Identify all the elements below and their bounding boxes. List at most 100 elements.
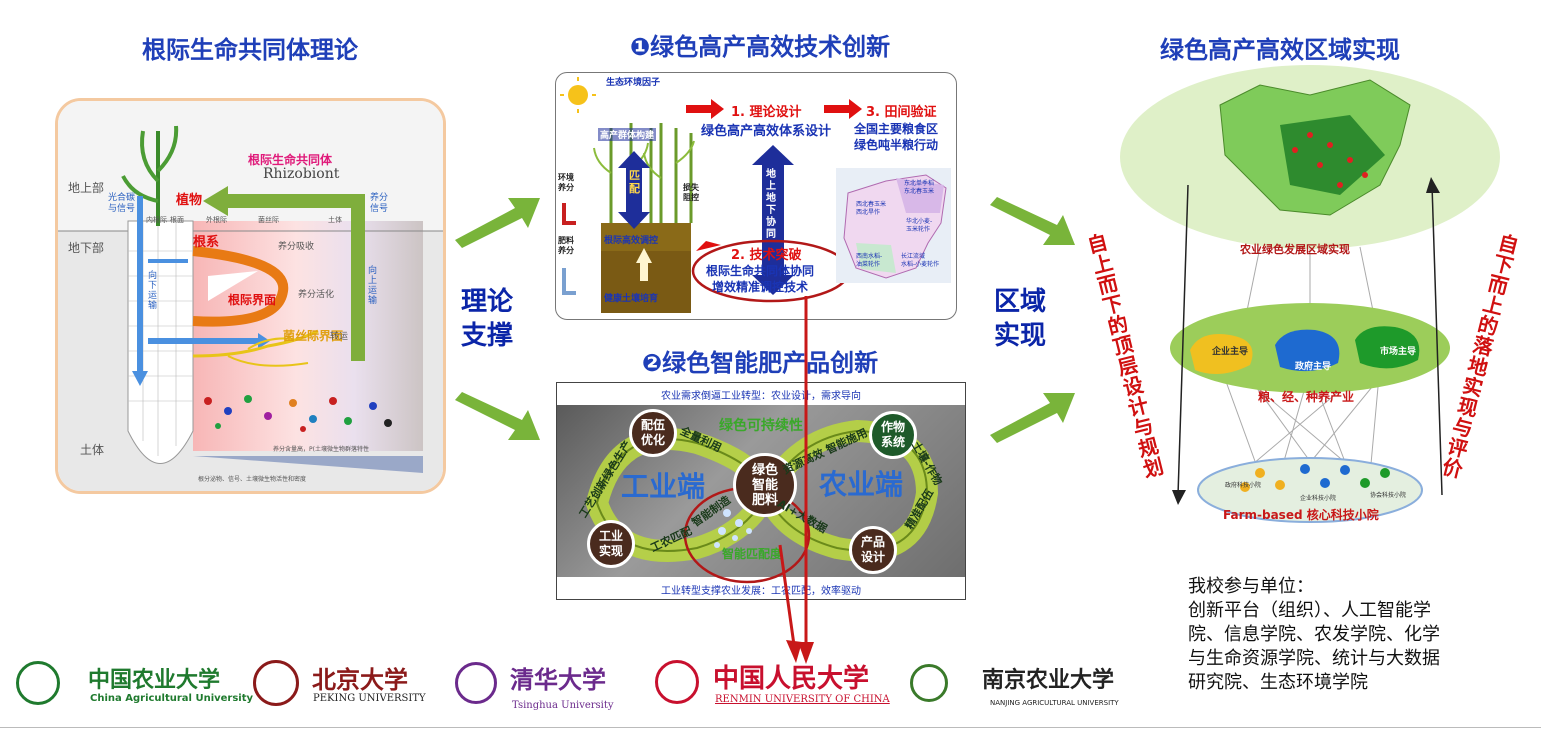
participants-block: 我校参与单位： 创新平台（组织）、人工智能学 院、信息学院、农发学院、化学 与生…: [1188, 575, 1440, 695]
region-diagram: [1120, 65, 1500, 523]
label-fert-nutrient: 肥料 养分: [558, 236, 574, 255]
step2-desc-2: 增效精准调控技术: [712, 280, 809, 294]
label-smart-match: 智能匹配度: [722, 547, 783, 561]
label-farm-based: Farm-based 核心科技小院: [1223, 508, 1379, 522]
rhizobiont-panel: 地上部 地下部 土体 根际生命共同体 Rhizobiont 植物 根系 根际界面…: [55, 98, 446, 494]
participants-line-1: 创新平台（组织）、人工智能学: [1188, 600, 1431, 621]
map-label-yangtze: 长江流域 水稻-小麦轮作: [901, 253, 940, 268]
zone-bulk-soil: 土体: [328, 216, 342, 224]
label-green-sustain: 绿色可持续性: [719, 418, 803, 434]
ruc-seal-icon: [655, 660, 699, 704]
logo-ruc-cn: 中国人民大学: [713, 664, 870, 694]
label-env-nutrient: 环境 养分: [558, 173, 574, 192]
label-industry-end: 工业端: [621, 470, 706, 503]
header-tech-innovation: ❶绿色高产高效技术创新: [629, 33, 891, 61]
label-belowground: 地下部: [68, 241, 105, 255]
label-soil-cultivate: 健康土壤培育: [604, 294, 659, 304]
logo-pku-en: PEKING UNIVERSITY: [313, 693, 426, 704]
label-root-interface: 根际界面: [228, 293, 277, 307]
header-root-theory: 根际生命共同体理论: [142, 36, 358, 64]
step3-title: 3. 田间验证: [866, 105, 937, 120]
badge-green-smart-fertilizer: 绿色 智能 肥料: [733, 453, 797, 517]
fert-bottom-caption: 工业转型支撑农业发展：工农匹配，效率驱动: [661, 586, 861, 597]
connector-theory-support: 理论 支撑: [460, 287, 513, 351]
logo-cau-cn: 中国农业大学: [88, 667, 221, 693]
label-rhizobiont-cn: 根际生命共同体: [248, 153, 333, 167]
label-soil: 土体: [80, 443, 105, 457]
njau-seal-icon: [910, 664, 948, 702]
label-aboveground: 地上部: [68, 181, 105, 195]
region-panel: 农业绿色发展区域实现 粮、经、种养产业 Farm-based 核心科技小院 企业…: [1110, 65, 1510, 540]
header-fertilizer-innovation: ❷绿色智能肥产品创新: [641, 349, 879, 377]
fert-top-caption: 农业需求倒逼工业转型：农业设计，需求导向: [661, 391, 861, 402]
bottom-divider: [0, 727, 1541, 728]
badge-formula-opt: 配伍 优化: [629, 409, 677, 457]
label-hyphal-interface: 菌丝际界面: [283, 329, 344, 343]
label-up-transport: 向 上 运 输: [368, 266, 378, 306]
step2-desc-1: 根际生命共同体协同: [706, 264, 815, 278]
badge-crop-system: 作物 系统: [869, 411, 917, 459]
label-rhizo-regulate: 根际高效调控: [604, 236, 659, 246]
map-label-northeast: 东北单季稻 东北春玉米: [904, 180, 935, 195]
label-light-carbon: 光合碳 与信号: [108, 193, 136, 214]
thu-seal-icon: [455, 662, 497, 704]
logo-thu-cn: 清华大学: [510, 665, 606, 694]
badge-industry-impl: 工业 实现: [587, 520, 635, 568]
cau-seal-icon: [16, 661, 60, 705]
tech-diagram: [560, 77, 951, 313]
label-root: 根系: [193, 235, 220, 250]
label-nutrient-signal: 养分 信号: [370, 193, 389, 214]
arrow-region-down: [990, 393, 1075, 443]
zone-rhizoplane: 根面: [170, 216, 184, 224]
connector-region-realize: 区域 实现: [993, 287, 1046, 351]
zone-hyphosphere: 菌丝际: [258, 216, 279, 224]
label-plant: 植物: [176, 193, 203, 208]
small-label-2: 协会科技小院: [1370, 492, 1407, 499]
logo-ruc-en: RENMIN UNIVERSITY OF CHINA: [715, 694, 890, 705]
map-label-northwest: 西北春玉米 西北旱作: [856, 201, 887, 216]
step1-desc: 绿色高产高效体系设计: [701, 124, 832, 139]
small-label-1: 企业科技小院: [1300, 495, 1337, 502]
tech-panel: 生态环境因子 高产群体构建 匹 配 环境 养分 损失 阻控 肥料 养分 根际高效…: [555, 72, 957, 320]
node-market: 市场主导: [1380, 347, 1417, 357]
participants-line-3: 与生命资源学院、统计与大数据: [1188, 648, 1440, 669]
map-label-southwest: 西南水稻- 油菜轮作: [856, 253, 883, 268]
participants-line-2: 院、信息学院、农发学院、化学: [1188, 624, 1440, 645]
label-down-transport: 向 下 运 输: [148, 271, 158, 311]
red-link-arrows: [778, 296, 814, 664]
bottom-note-1: 养分含量高，P(土壤微生物群落特性: [273, 446, 369, 453]
label-nutrient-activation: 养分活化: [298, 290, 335, 300]
small-label-0: 政府科技小院: [1225, 482, 1262, 489]
badge-product-design: 产品 设计: [849, 526, 897, 574]
label-updown-synergy: 地 上 地 下 协 同: [766, 169, 776, 240]
participants-line-4: 研究院、生态环境学院: [1188, 672, 1368, 693]
zone-inner-rhizosphere: 内根际: [146, 216, 167, 224]
logo-pku-cn: 北京大学: [312, 665, 408, 694]
label-loss-control: 损失 阻控: [683, 183, 699, 202]
arrow-theory-down: [455, 392, 540, 440]
label-high-yield-build: 高产群体构建: [598, 128, 657, 141]
arrow-theory-up: [455, 198, 540, 248]
header-regional-realization: 绿色高产高效区域实现: [1160, 36, 1400, 64]
participants-title: 我校参与单位：: [1188, 576, 1314, 597]
label-eco-factor: 生态环境因子: [606, 78, 661, 88]
map-label-northchina: 华北小麦- 玉米轮作: [906, 218, 933, 233]
label-agriculture-end: 农业端: [819, 468, 904, 501]
rhizobiont-diagram: [58, 101, 443, 491]
logo-thu-en: Tsinghua University: [512, 700, 614, 711]
bottom-note-2: 根分泌物、信号、土壤微生物活性和密度: [198, 476, 307, 483]
label-rhizobiont-en: Rhizobiont: [263, 166, 340, 182]
logo-njau-cn: 南京农业大学: [982, 667, 1115, 693]
step3-desc-2: 绿色吨半粮行动: [854, 138, 939, 152]
zone-outer-rhizosphere: 外根际: [206, 216, 227, 224]
label-match: 匹 配: [629, 169, 640, 195]
logo-cau-en: China Agricultural University: [90, 693, 254, 704]
step2-title: 2. 技术突破: [731, 248, 802, 263]
label-transport: 转运: [330, 332, 349, 342]
node-enterprise: 企业主导: [1212, 347, 1249, 357]
fertilizer-panel: 农业需求倒逼工业转型：农业设计，需求导向 绿色可持续性 工业端 农业端 绿色 智…: [556, 382, 966, 600]
node-government: 政府主导: [1295, 362, 1332, 372]
arrow-region-up: [990, 197, 1075, 245]
label-nutrient-uptake: 养分吸收: [278, 242, 315, 252]
pku-seal-icon: [253, 660, 299, 706]
